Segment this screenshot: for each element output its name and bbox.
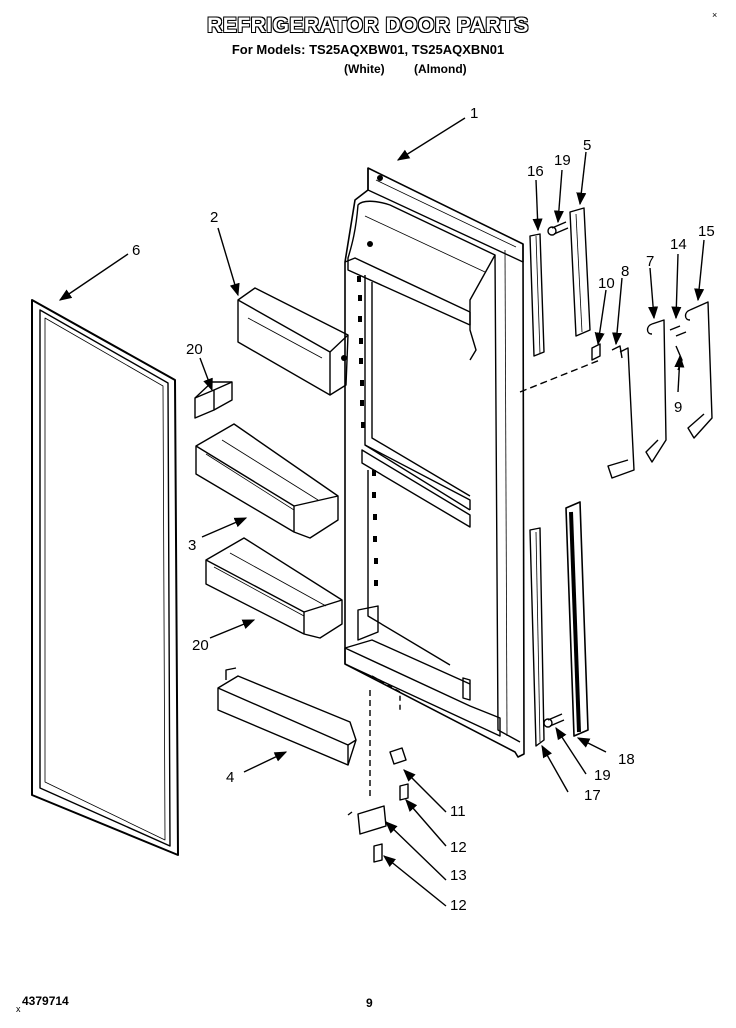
callout-20-lower: 20 (192, 637, 209, 654)
door-gasket (31, 299, 179, 856)
callout-19-upper: 19 (554, 152, 571, 169)
callout-20-upper: 20 (186, 341, 203, 358)
door-assembly (344, 167, 601, 800)
document-number: 4379714 (22, 994, 69, 1008)
corner-mark: × (712, 10, 718, 20)
callout-4: 4 (226, 769, 234, 786)
callout-19-lower: 19 (594, 767, 611, 784)
page-number: 9 (366, 996, 373, 1010)
handle-hardware (591, 301, 713, 479)
callout-16: 16 (527, 163, 544, 180)
color-white-label: (White) (344, 62, 385, 76)
shelf-clip-upper (194, 381, 233, 419)
door-bin-lower (205, 537, 343, 639)
callout-1: 1 (470, 105, 478, 122)
page-title: REFRIGERATOR DOOR PARTS (207, 14, 529, 37)
callout-12-lower: 12 (450, 897, 467, 914)
callout-15: 15 (698, 223, 715, 240)
callout-13: 13 (450, 867, 467, 884)
callout-6: 6 (132, 242, 140, 259)
callout-18: 18 (618, 751, 635, 768)
model-numbers: For Models: TS25AQXBW01, TS25AQXBN01 (231, 42, 505, 57)
callout-10: 10 (598, 275, 615, 292)
door-trim-lower (529, 527, 545, 747)
callout-12-upper: 12 (450, 839, 467, 856)
door-trim-upper (529, 233, 545, 357)
callout-11: 11 (450, 803, 466, 820)
shelf-bar (217, 667, 357, 766)
callout-labels: 1 2 3 4 5 6 7 8 9 10 11 12 13 12 14 15 1… (132, 105, 715, 914)
color-almond-label: (Almond) (414, 62, 467, 76)
door-bin-upper (195, 423, 339, 539)
hinge-parts (347, 747, 409, 863)
door-handle-lower (565, 501, 589, 737)
door-shelf-holes (341, 175, 383, 586)
callout-5: 5 (583, 137, 591, 154)
footer-small-mark: x (16, 1004, 21, 1014)
callout-9: 9 (674, 399, 682, 416)
callout-2: 2 (210, 209, 218, 226)
door-handle-upper (569, 207, 591, 337)
callout-17: 17 (584, 787, 601, 804)
callout-leaders (58, 117, 705, 907)
shelf-cover (237, 287, 349, 396)
callout-7: 7 (646, 253, 654, 270)
callout-14: 14 (670, 236, 687, 253)
callout-3: 3 (188, 537, 196, 554)
screws (543, 221, 569, 728)
callout-8: 8 (621, 263, 629, 280)
